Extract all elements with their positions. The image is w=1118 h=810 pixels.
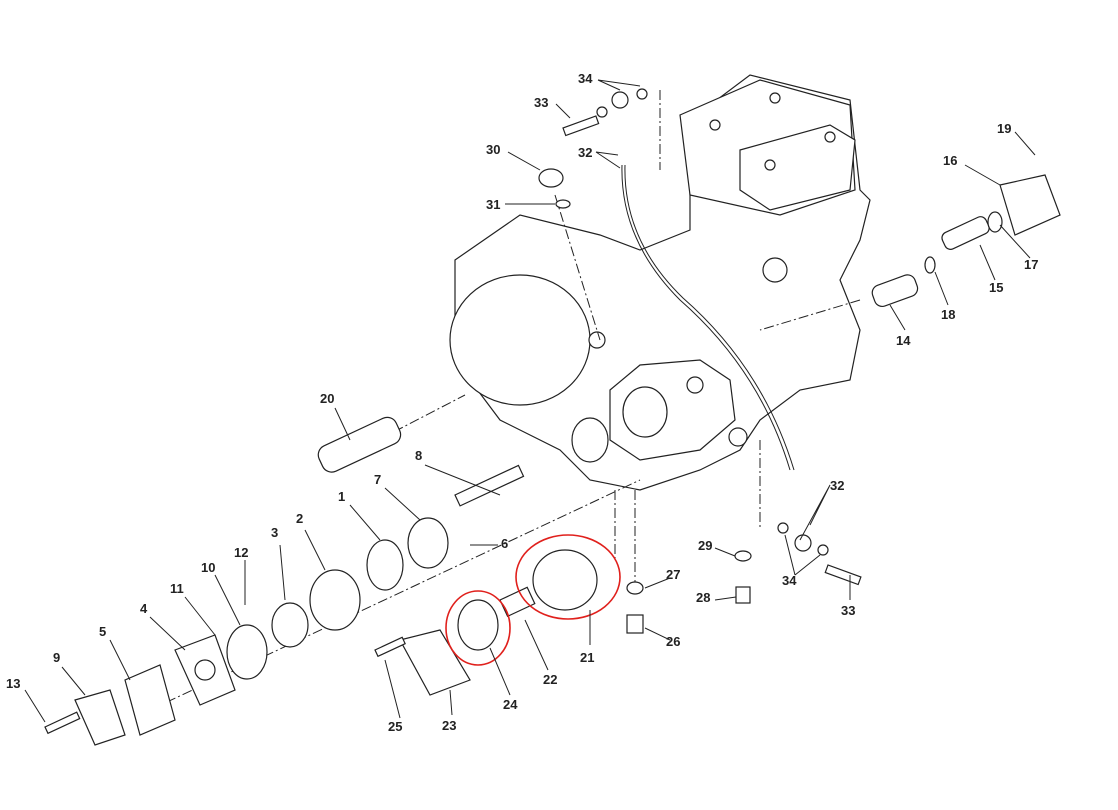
callout-33: 33 (534, 95, 548, 110)
part-5-gasket (124, 664, 176, 736)
callout-1: 1 (338, 489, 345, 504)
callout-8: 8 (415, 448, 422, 463)
part-22-spring (499, 586, 536, 618)
callout-25: 25 (388, 719, 402, 734)
part-27-washer (626, 581, 644, 595)
callout-3: 3 (271, 525, 278, 540)
callout-30: 30 (486, 142, 500, 157)
callout-28: 28 (696, 590, 710, 605)
callout-19: 19 (997, 121, 1011, 136)
part-23-cover (399, 629, 471, 696)
highlight-circle-oring (445, 590, 511, 666)
parts (44, 88, 1061, 746)
callout-17: 17 (1024, 257, 1038, 272)
callout-6: 6 (501, 536, 508, 551)
part-29-washer (734, 550, 752, 562)
callout-labels: 34 33 32 30 31 19 16 17 15 18 14 20 8 7 … (6, 71, 1038, 734)
part-9-cover (74, 689, 126, 746)
callout-18: 18 (941, 307, 955, 322)
callout-29: 29 (698, 538, 712, 553)
callout-26: 26 (666, 634, 680, 649)
callout-24: 24 (503, 697, 518, 712)
callout-10: 10 (201, 560, 215, 575)
callout-32b: 32 (830, 478, 844, 493)
callout-23: 23 (442, 718, 456, 733)
part-26-plug (626, 614, 644, 634)
callout-34b: 34 (782, 573, 797, 588)
callout-9: 9 (53, 650, 60, 665)
part-21-oil-filter (532, 549, 598, 611)
callout-14: 14 (896, 333, 911, 348)
engine-assembly (449, 74, 871, 491)
part-3-rotor (271, 602, 309, 648)
part-33-bolt (562, 115, 600, 137)
callout-20: 20 (320, 391, 334, 406)
part-16-cover (999, 174, 1061, 236)
part-14-pipe (871, 274, 919, 308)
clutch-cover (449, 274, 591, 406)
oil-line (621, 164, 791, 471)
part-25-bolt (374, 636, 406, 658)
part-8-shaft (454, 464, 525, 507)
callout-34: 34 (578, 71, 593, 86)
part-28-plug (735, 586, 751, 604)
part-2-housing (309, 569, 361, 631)
callout-7: 7 (374, 472, 381, 487)
callout-5: 5 (99, 624, 106, 639)
part-20-strainer (317, 416, 402, 473)
part-30-cap (538, 168, 564, 188)
part-15-pipe (941, 216, 990, 250)
callout-33b: 33 (841, 603, 855, 618)
callout-16: 16 (943, 153, 957, 168)
part-24-oring (457, 599, 499, 651)
highlight-circle-filter (515, 534, 621, 620)
callout-12: 12 (234, 545, 248, 560)
callout-13: 13 (6, 676, 20, 691)
part-7-washer (407, 517, 449, 569)
part-13-bolt (44, 711, 81, 735)
part-1-rotor (366, 539, 404, 591)
part-33b-bolt (824, 564, 862, 586)
callout-15: 15 (989, 280, 1003, 295)
callout-11: 11 (170, 581, 184, 596)
part-10-oring (226, 624, 268, 680)
callout-4: 4 (140, 601, 148, 616)
callout-31: 31 (486, 197, 500, 212)
leader-lines (24, 79, 1036, 723)
callout-21: 21 (580, 650, 594, 665)
callout-27: 27 (666, 567, 680, 582)
callout-2: 2 (296, 511, 303, 526)
callout-32: 32 (578, 145, 592, 160)
callout-22: 22 (543, 672, 557, 687)
